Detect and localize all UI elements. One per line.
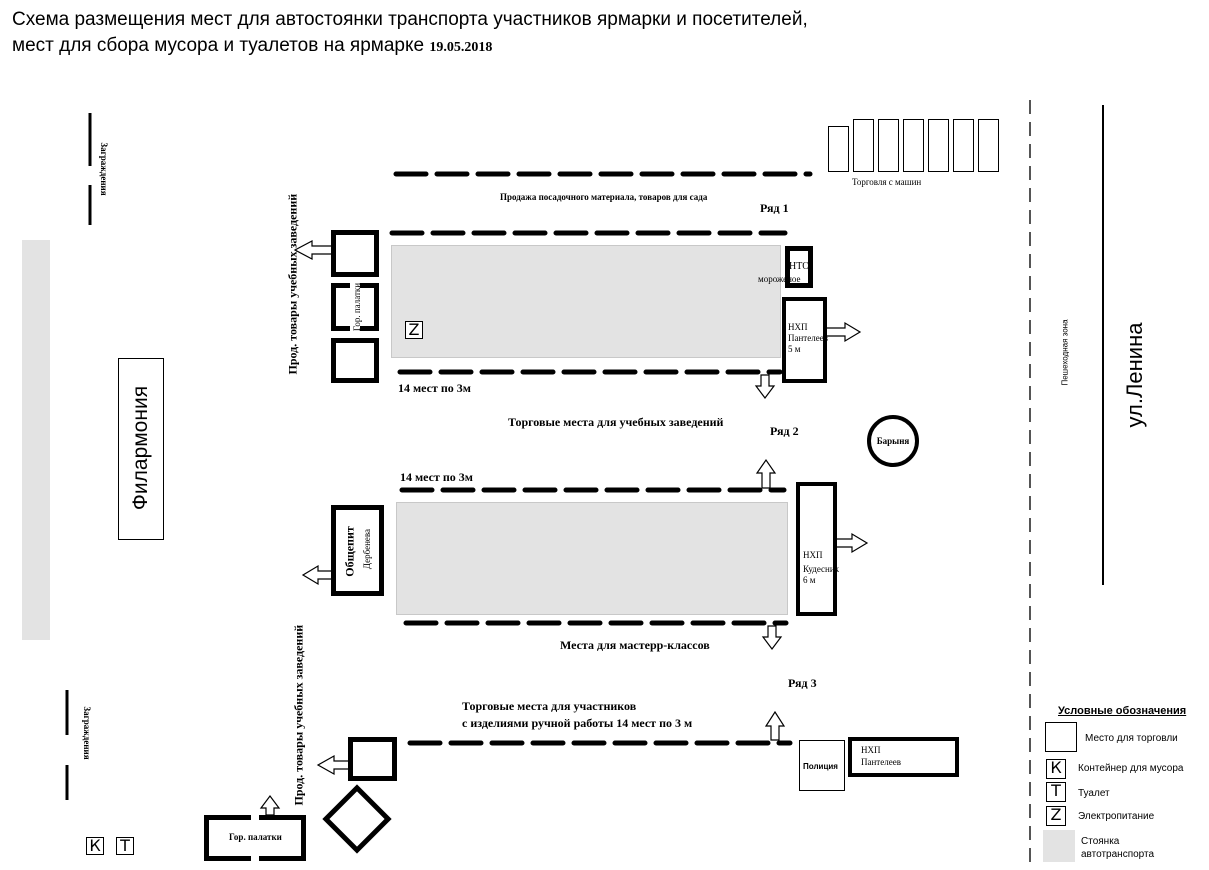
- nhp-panteleev-row1-text: НХП Пантелеев 5 м: [788, 322, 828, 355]
- box-gap: [251, 812, 259, 826]
- arrow-down-icon: [754, 374, 776, 399]
- places-label-row2: 14 мест по 3м: [400, 470, 473, 484]
- box-gap: [350, 280, 360, 338]
- panteleev-label: Пантелеев: [788, 333, 828, 343]
- row-2-label: Ряд 2: [770, 424, 799, 438]
- barrier-label-top: Заграждения: [99, 142, 109, 196]
- legend-label-trash: Контейнер для мусора: [1078, 763, 1184, 774]
- barynya-label: Барыня: [876, 436, 910, 446]
- nhp-label: НХП: [788, 322, 808, 332]
- length-label: 6 м: [803, 575, 816, 585]
- title-line-2: мест для сбора мусора и туалетов на ярма…: [12, 34, 492, 60]
- legend-power-icon: Z: [1046, 806, 1066, 826]
- police-box: [799, 740, 845, 791]
- car-slot: [853, 119, 874, 172]
- car-slot: [978, 119, 999, 172]
- arrow-right-icon: [825, 321, 862, 343]
- trade-place: [331, 338, 379, 383]
- handmade-line-2: с изделиями ручной работы 14 мест по 3 м: [462, 716, 693, 730]
- nto-kiosk: [785, 246, 813, 288]
- garden-sales-label: Продажа посадочного материала, товаров д…: [500, 192, 708, 202]
- box-gap: [251, 850, 259, 864]
- legend-label-parking: Стоянка автотранспорта: [1081, 836, 1155, 860]
- arrow-left-icon: [316, 754, 350, 776]
- car-slot: [953, 119, 974, 172]
- kudesnik-label: Кудесник: [803, 564, 840, 574]
- nhp-panteleev-row1: [782, 297, 827, 383]
- arrow-right-icon: [835, 532, 869, 554]
- car-slot: [828, 126, 849, 172]
- toilet-icon: Т: [116, 837, 134, 855]
- arrow-down-icon: [761, 625, 783, 650]
- city-tents-label: Гор. палатки: [352, 282, 362, 332]
- trash-container-icon: К: [86, 837, 104, 855]
- street-label: ул.Ленина: [1122, 322, 1147, 428]
- nhp-panteleev-row3: [848, 737, 959, 777]
- legend-title: Условные обозначения: [1058, 705, 1187, 717]
- arrow-left-icon: [293, 240, 333, 260]
- diamond-trade-place: [322, 784, 392, 854]
- car-slot: [903, 119, 924, 172]
- title-line-2-text: мест для сбора мусора и туалетов на ярма…: [12, 35, 425, 56]
- nhp-label: НХП: [861, 745, 881, 755]
- panteleev-label: Пантелеев: [861, 757, 901, 767]
- school-goods-label-bottom: Прод. товары учебных заведений: [291, 624, 306, 806]
- barynya-circle: [867, 415, 919, 467]
- legend-label-power: Электропитание: [1078, 811, 1155, 822]
- derbeneva-label: Дербенева: [362, 528, 372, 570]
- nhp-label: НХП: [803, 550, 823, 560]
- master-classes-label: Места для мастерр-классов: [560, 638, 710, 652]
- pedestrian-zone-label: Пешеходная зона: [1060, 319, 1070, 386]
- power-icon: Z: [405, 321, 423, 339]
- length-label: 5 м: [788, 344, 801, 354]
- parking-area-row2: [396, 502, 788, 615]
- nto-label: НТО: [789, 261, 810, 272]
- nhp-panteleev-row3-text: НХП Пантелеев: [861, 744, 901, 768]
- barrier-label-bottom: Заграждения: [82, 706, 92, 760]
- title-date: 19.05.2018: [429, 40, 493, 55]
- catering-place: [331, 505, 384, 596]
- police-label: Полиция: [803, 762, 838, 771]
- legend-parking-icon: [1043, 830, 1075, 862]
- car-trade-label: Торговля с машин: [852, 177, 922, 187]
- school-goods-label-top: Прод. товары учебных заведений: [285, 193, 300, 375]
- ice-cream-label: мороженое: [758, 274, 801, 284]
- handmade-label: Торговые места для участников с изделиям…: [462, 698, 692, 732]
- legend-label-toilet: Туалет: [1078, 788, 1110, 799]
- arrow-up-icon: [764, 710, 786, 741]
- legend-trade-place-icon: [1045, 722, 1077, 752]
- nhp-kudesnik-text: НХП Кудесник 6 м: [803, 548, 839, 587]
- legend-label-trade-place: Место для торговли: [1085, 733, 1178, 744]
- arrow-up-icon: [259, 795, 281, 816]
- arrow-left-icon: [301, 564, 333, 586]
- handmade-line-1: Торговые места для участников: [462, 699, 637, 713]
- car-slot: [878, 119, 899, 172]
- row-3-label: Ряд 3: [788, 676, 817, 690]
- nhp-kudesnik: [796, 482, 837, 616]
- philharmonic-label: Филармония: [129, 385, 152, 511]
- city-tents-label-bottom: Гор. палатки: [229, 832, 282, 842]
- school-places-label: Торговые места для учебных заведений: [508, 415, 724, 429]
- legend-trash-icon: К: [1046, 759, 1066, 779]
- philharmonic-building: [118, 358, 164, 540]
- parking-area-left: [22, 240, 50, 640]
- parking-area-row1: [391, 245, 781, 358]
- places-label-row1: 14 мест по 3м: [398, 381, 471, 395]
- trade-place: [331, 230, 379, 277]
- car-slot: [928, 119, 949, 172]
- row-1-label: Ряд 1: [760, 201, 789, 215]
- legend-toilet-icon: Т: [1046, 782, 1066, 802]
- title-line-1: Схема размещения мест для автостоянки тр…: [12, 9, 808, 30]
- catering-label: Общепит: [342, 526, 357, 577]
- trade-place: [348, 737, 397, 781]
- arrow-up-icon: [755, 458, 777, 489]
